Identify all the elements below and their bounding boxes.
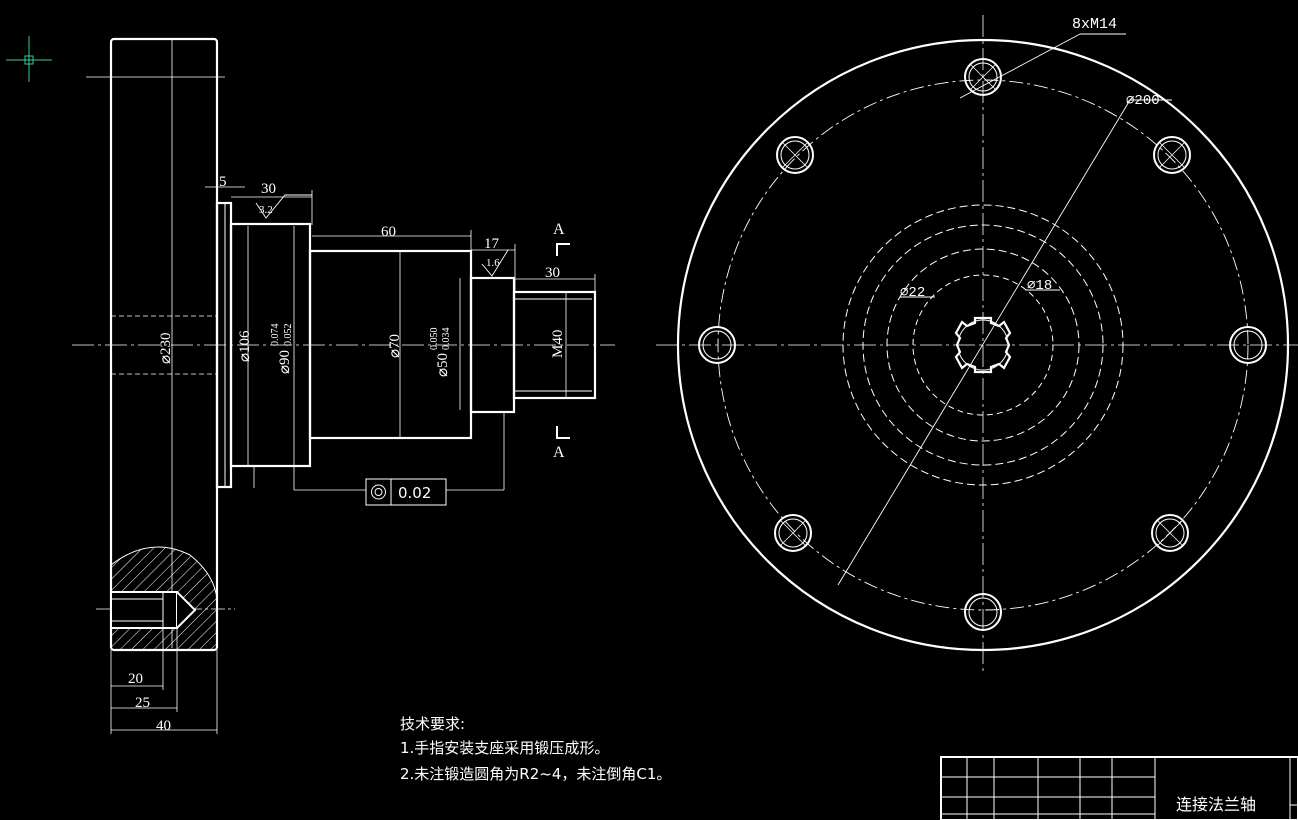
dim-dia-106: ⌀106 — [237, 330, 253, 362]
technical-notes: 技术要求: 1.手指安装支座采用锻压成形。 2.未注锻造圆角为R2~4，未注倒角… — [400, 715, 671, 783]
dim-dia-200: ⌀200 — [1126, 93, 1160, 109]
front-view — [656, 15, 1298, 675]
bolt-hole — [964, 58, 1002, 96]
roughness-3-2: 3.2 — [259, 204, 273, 216]
tol-50-upper: 0.050 — [429, 328, 440, 351]
dim-20: 20 — [128, 671, 143, 687]
bolt-hole — [1153, 136, 1191, 174]
bolt-hole — [1151, 514, 1189, 552]
bolt-hole — [776, 136, 814, 174]
holes-label: 8xM14 — [1072, 16, 1117, 33]
roughness-1-6: 1.6 — [486, 257, 500, 269]
dim-dia-90: ⌀90 — [277, 350, 293, 374]
bolt-holes — [698, 58, 1267, 631]
roughness-icon — [255, 194, 312, 219]
tapped-hole — [110, 591, 197, 629]
hub-circle-3 — [886, 248, 1080, 442]
dim-30: 30 — [261, 181, 276, 197]
notes-line-1: 1.手指安装支座采用锻压成形。 — [400, 739, 609, 757]
tol-50-lower: 0.034 — [441, 328, 452, 351]
dim-dia-50: ⌀50 — [435, 353, 451, 377]
shaft-steps — [215, 201, 597, 489]
bolt-hole — [774, 514, 812, 552]
concentricity-icon — [371, 484, 386, 500]
dim-17: 17 — [484, 236, 500, 252]
front-view-labels: 8xM14 ⌀200 ⌀22 ⌀18 — [900, 16, 1160, 301]
section-label-top: A — [553, 221, 565, 238]
tolerance-frame — [365, 478, 447, 506]
crosshair-icon — [6, 36, 52, 82]
dim-5: 5 — [219, 174, 227, 190]
bolt-hole — [698, 326, 736, 364]
hub-circle-2 — [862, 224, 1104, 466]
side-view-labels: 5 30 3.2 60 17 1.6 30 A A ⌀230 ⌀106 ⌀90 … — [128, 174, 566, 734]
dim-60: 60 — [381, 224, 396, 240]
thread-m40: M40 — [550, 330, 566, 358]
title-block — [940, 756, 1298, 820]
dim-dia-230: ⌀230 — [158, 332, 174, 364]
part-name: 连接法兰轴 — [1176, 795, 1256, 814]
dim-dia-22: ⌀22 — [900, 285, 925, 301]
notes-line-2: 2.未注锻造圆角为R2~4，未注倒角C1。 — [400, 765, 671, 783]
section-marker-top — [556, 243, 570, 256]
hub-circle-4 — [912, 274, 1054, 416]
section-marker-bottom — [556, 426, 570, 439]
dim-dia-70: ⌀70 — [387, 334, 403, 358]
dim-40: 40 — [156, 718, 171, 734]
bolt-hole — [1229, 326, 1267, 364]
side-view — [72, 37, 615, 734]
bolt-hole — [964, 593, 1002, 631]
spline-bore — [954, 316, 1012, 374]
tol-90-upper: 0.074 — [270, 324, 281, 347]
dim-30-right: 30 — [545, 265, 560, 281]
tolerance-value: 0.02 — [398, 484, 431, 502]
notes-title: 技术要求: — [400, 715, 465, 733]
bolt-circle — [717, 79, 1249, 611]
section-label-bottom: A — [553, 444, 565, 461]
hub-circle-1 — [842, 204, 1124, 486]
roughness-icon — [481, 249, 509, 277]
dim-dia-18: ⌀18 — [1027, 278, 1052, 294]
dim-25: 25 — [135, 695, 150, 711]
tol-90-lower: 0.052 — [283, 324, 294, 347]
